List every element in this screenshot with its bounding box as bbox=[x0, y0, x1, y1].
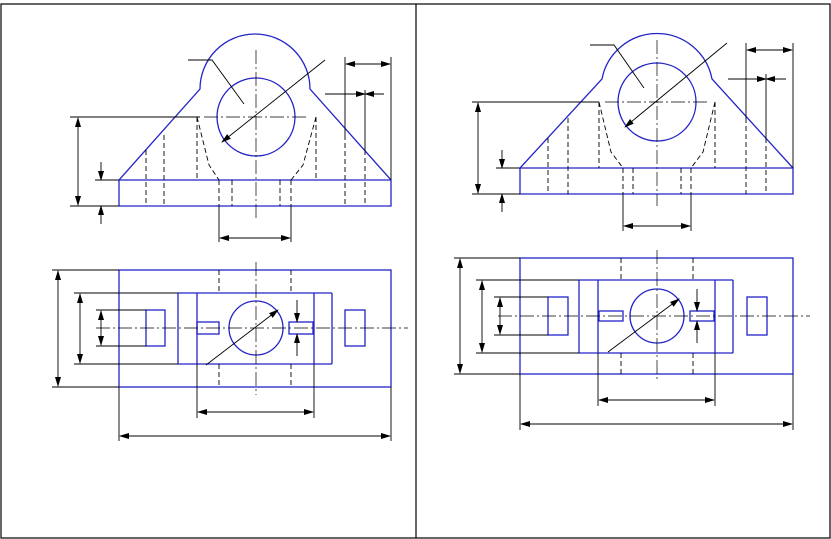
right-panel bbox=[454, 32, 810, 430]
sheet-frame bbox=[0, 3, 831, 539]
right-top-view bbox=[454, 250, 810, 430]
left-top-view bbox=[52, 262, 408, 441]
right-front-view bbox=[472, 32, 794, 231]
left-front-view bbox=[70, 33, 392, 242]
left-panel bbox=[52, 33, 408, 441]
